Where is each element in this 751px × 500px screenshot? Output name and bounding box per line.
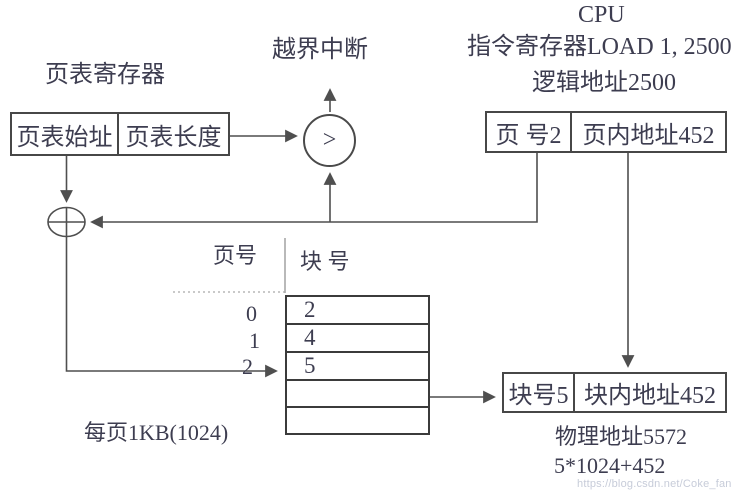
comparator-circle: >: [303, 114, 356, 167]
page-column-header: 页号: [213, 243, 258, 268]
table-row: [287, 408, 428, 433]
page-table-register-title: 页表寄存器: [45, 62, 165, 88]
table-row: 4: [287, 325, 428, 353]
page-number-cell: 页 号2: [487, 113, 572, 151]
page-index-2: 2: [242, 354, 253, 379]
page-table-length-cell: 页表长度: [125, 124, 222, 151]
block-value: 2: [304, 297, 316, 322]
logical-address-label: 逻辑地址2500: [532, 70, 676, 96]
wire-adder-to-table: [65, 236, 278, 378]
block-value: 4: [304, 325, 316, 350]
wire-pageno-to-adder: [90, 153, 538, 229]
out-of-bounds-interrupt-label: 越界中断: [272, 37, 368, 63]
table-row: [287, 381, 428, 408]
physical-address-formula: 5*1024+452: [554, 453, 666, 478]
logical-address-box: 页 号2 页内地址452: [485, 111, 727, 153]
table-row: 2: [287, 297, 428, 325]
block-number-cell: 块号5: [504, 374, 575, 411]
page-table-box: 2 4 5: [285, 295, 430, 435]
block-column-header: 块 号: [300, 249, 350, 274]
page-size-note: 每页1KB(1024): [84, 420, 229, 445]
adder-node: [47, 206, 86, 238]
physical-address-label: 物理地址5572: [555, 424, 688, 449]
page-offset-cell: 页内地址452: [582, 122, 715, 149]
watermark-url: https://blog.csdn.net/Coke_fan: [577, 478, 732, 490]
comparator-symbol: >: [322, 127, 337, 153]
page-table-start-cell: 页表始址: [12, 114, 119, 154]
physical-address-box: 块号5 块内地址452: [502, 372, 727, 413]
cpu-title: CPU: [578, 2, 625, 28]
block-value: 5: [304, 353, 316, 378]
page-index-0: 0: [246, 301, 257, 326]
instruction-register-label: 指令寄存器LOAD 1, 2500: [467, 34, 732, 60]
table-row: 5: [287, 353, 428, 381]
page-index-1: 1: [249, 328, 260, 353]
page-table-register-box: 页表始址 页表长度: [10, 112, 230, 156]
block-offset-cell: 块内地址452: [584, 383, 716, 409]
